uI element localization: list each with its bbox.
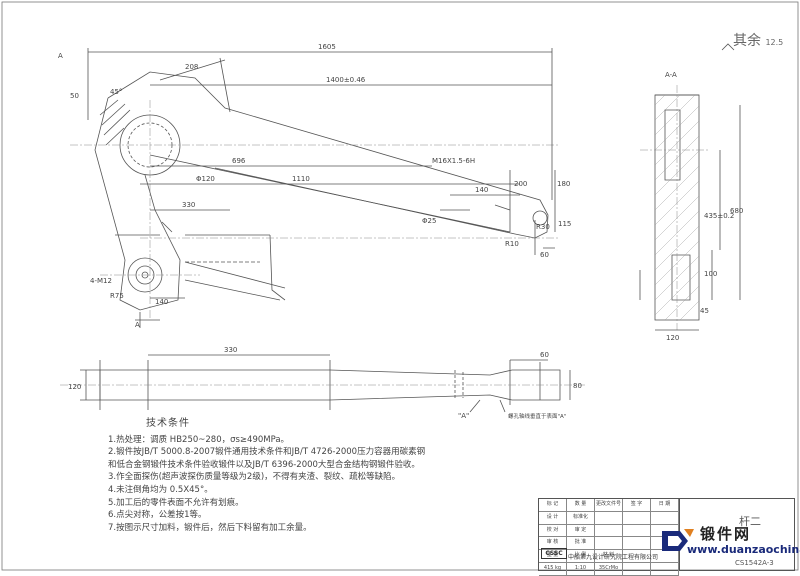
title-block-row: 标 记数 量更改文件号签 字日 期 [539,499,679,512]
dim-208: 208 [185,63,198,71]
dim-696: 696 [232,157,246,165]
dim-180: 180 [557,180,570,188]
title-block: 标 记数 量更改文件号签 字日 期 设 计标准化 校 对审 定 审 核批 准 重… [538,498,795,576]
section-label: A-A [665,71,677,79]
dim-140b: 140 [155,298,168,306]
notes-title: 技术条件 [146,418,190,429]
dim-plan-80: 80 [573,382,582,390]
company-name: 中船第九设计研究院工程有限公司 [568,554,659,561]
title-block-row: 校 对审 定 [539,524,679,538]
note-item: 5.加工后的零件表面不允许有划痕。 [108,497,244,508]
dim-m16: M16X1.5-6H [432,157,475,165]
dim-r75: R75 [110,292,124,300]
part-name: 杆二 [739,515,761,528]
dim-120: Φ120 [196,175,215,183]
dim-200: 200 [514,180,527,188]
section-view-aa [639,85,741,331]
note-item: 2.锻件按JB/T 5000.8-2007锻件通用技术条件和JB/T 4726-… [108,447,426,458]
section-arrow-a: A [135,321,140,329]
dim-4m12: 4-M12 [90,277,112,285]
dim-s100: 100 [704,270,717,278]
dim-1110: 1110 [292,175,310,183]
watermark-text: 锻件网 [700,525,752,543]
dim-plan-60: 60 [540,351,549,359]
dim-plan-120: 120 [68,383,81,391]
note-item: 6.点尖对称，公差按1等。 [108,510,207,521]
note-item: 1.热处理：调质 HB250~280，σs≥490MPa。 [108,434,290,445]
dim-r10: R10 [505,240,519,248]
dim-1400: 1400±0.46 [326,76,366,84]
dim-s680: 680 [730,207,743,215]
note-item: 4.未注倒角均为 0.5X45°。 [108,484,213,495]
lever-main-view [70,48,560,328]
dim-phi25: Φ25 [422,217,436,225]
watermark-logo-icon [662,529,694,551]
surface-finish-note: 其余 12.5 [733,33,784,49]
dim-1605: 1605 [318,43,336,51]
dim-140: 140 [475,186,488,194]
dim-60: 60 [540,251,549,259]
section-arrow-a-top: A [58,52,63,60]
drawing-number: CS1542A-3 [735,559,774,567]
cssc-logo: CSSC [541,548,567,559]
note-item: 和低合金钢锻件技术条件验收锻件以及JB/T 6396-2000大型合金结构钢锻件… [108,459,420,470]
dimension-labels: 1605 208 1400±0.46 50 45° 696 Φ120 1110 … [58,43,743,420]
surface-a-label: "A" [458,412,469,420]
dim-r30: R30 [536,223,550,231]
dim-s45: 45 [700,307,709,315]
title-block-row: 设 计标准化 [539,511,679,525]
watermark-url: www.duanzaochina.com [687,543,800,556]
lever-plan-view [60,354,585,413]
technical-notes: 技术条件 1.热处理：调质 HB250~280，σs≥490MPa。 2.锻件按… [108,418,518,534]
dim-330: 330 [182,201,195,209]
dim-plan-330: 330 [224,346,237,354]
dim-45: 45° [110,88,122,96]
dim-50: 50 [70,92,79,100]
note-item: 3.作全面探伤(超声波探伤质量等级为2级)，不得有夹渣、裂纹、疏松等缺陷。 [108,472,401,483]
dim-s435: 435±0.2 [704,212,734,220]
note-item: 7.按图示尺寸加料，锻件后，然后下料留有加工余量。 [108,522,312,533]
thread-axis-note: 螺孔轴线垂直于表面"A" [508,412,566,420]
dim-115: 115 [558,220,571,228]
dim-s120: 120 [666,334,679,342]
